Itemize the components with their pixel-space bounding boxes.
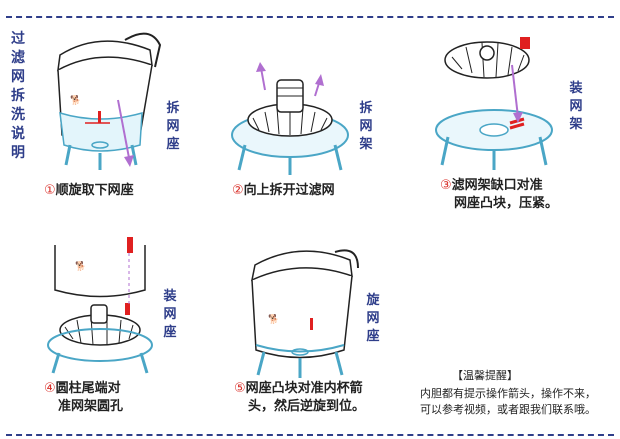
step3-illustration [435,37,553,170]
step2-side-label: 拆 网 架 [359,101,373,152]
bottom-dashed-border [6,434,614,436]
step1-illustration: 🐕 [57,32,162,170]
step5-illustration: 🐕 [250,249,359,378]
step2-caption: ②向上拆开过滤网 [232,183,335,198]
step5-caption: ⑤网座凸块对准内杯箭 头，然后逆旋到位。 [234,381,366,414]
svg-text:🐕: 🐕 [70,94,81,106]
note-title: 【温馨提醒】 [452,369,518,382]
step1-side-label: 拆 网 座 [166,101,180,152]
step4-side-label: 装 网 座 [163,289,177,340]
page-title: 过 滤 网 拆 洗 说 明 [11,31,25,161]
note-text: 内胆都有提示操作箭头，操作不来， 可以参考视频，或者跟我们联系哦。 [420,387,596,416]
step5-side-label: 旋 网 座 [366,293,380,344]
svg-text:🐕: 🐕 [268,313,279,325]
top-dashed-border [6,16,614,18]
step4-caption: ④圆柱尾端对 准网架圆孔 [44,381,124,414]
step3-caption: ③滤网架缺口对准 网座凸块，压紧。 [440,178,559,211]
step4-illustration: 🐕 [47,237,153,374]
svg-text:🐕: 🐕 [75,260,86,272]
step1-caption: ①顺旋取下网座 [44,183,134,198]
step3-side-label: 装 网 架 [569,81,583,132]
step2-illustration [231,62,349,175]
